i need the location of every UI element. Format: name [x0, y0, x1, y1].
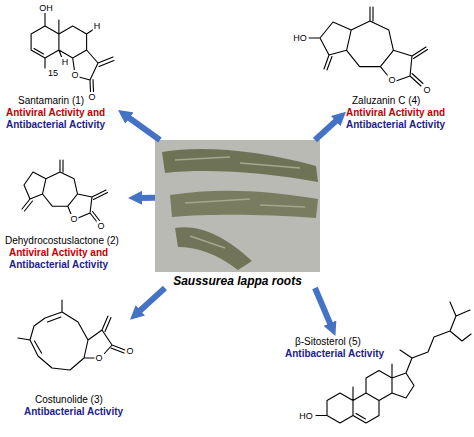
compound-name: Dehydrocostuslactone (2)	[5, 235, 128, 247]
root-piece	[170, 191, 318, 218]
compound-name: Costunolide (3)	[35, 394, 130, 406]
atom-label: O	[70, 70, 79, 80]
dehydrocostuslactone-structure	[22, 160, 108, 222]
root-piece	[175, 227, 252, 270]
compound-node: β-Sitosterol (5)Antibacterial Activity	[285, 336, 390, 366]
costunolide-structure	[18, 300, 125, 370]
block-arrow	[315, 288, 332, 327]
atom-label: O	[387, 75, 396, 85]
atom-label: OH	[38, 3, 54, 13]
atom-label: O	[125, 346, 134, 356]
atom-label: H	[93, 21, 102, 31]
photo-background	[155, 140, 320, 272]
activity-text: Antibacterial Activity	[24, 406, 130, 418]
atom-label: H	[61, 57, 70, 67]
atom-label: O	[96, 221, 105, 231]
atom-label: 15	[47, 68, 59, 78]
zaluzanin-structure	[309, 7, 428, 86]
compound-node: Zaluzanin C (4)Antiviral Activity andAnt…	[346, 95, 470, 135]
atom-label: HO	[292, 33, 308, 43]
photo-caption: Saussurea lappa roots	[173, 274, 302, 288]
compound-name: Zaluzanin C (4)	[352, 95, 470, 107]
activity-text: Antiviral Activity and	[9, 247, 128, 259]
root-photo	[155, 140, 320, 272]
photo-node: Saussurea lappa roots	[155, 140, 320, 288]
compound-name: Santamarin (1)	[18, 95, 118, 107]
activity-text: Antibacterial Activity	[6, 119, 118, 131]
atom-label: O	[87, 92, 96, 102]
activity-text: Antibacterial Activity	[9, 259, 128, 271]
root-piece	[162, 149, 318, 182]
block-arrow	[315, 119, 339, 141]
root-texture	[175, 157, 305, 248]
activity-text: Antiviral Activity and	[6, 107, 118, 119]
compound-node: Santamarin (1)Antiviral Activity andAnti…	[6, 95, 118, 135]
atom-label: O	[69, 214, 78, 224]
atom-label: O	[94, 353, 103, 363]
activity-text: Antibacterial Activity	[346, 119, 470, 131]
block-arrow	[137, 288, 165, 313]
atom-label: O	[422, 85, 431, 95]
compound-name: β-Sitosterol (5)	[295, 336, 390, 348]
activity-text: Antibacterial Activity	[285, 348, 390, 360]
atom-label: HO	[298, 411, 314, 421]
compound-node: Costunolide (3)Antibacterial Activity	[10, 298, 130, 426]
santamarin-structure	[31, 13, 114, 92]
sitosterol-structure	[316, 302, 471, 423]
activity-text: Antiviral Activity and	[346, 107, 470, 119]
compound-node: Dehydrocostuslactone (2)Antiviral Activi…	[3, 158, 128, 274]
block-arrow	[126, 116, 160, 140]
block-arrow	[138, 195, 155, 201]
